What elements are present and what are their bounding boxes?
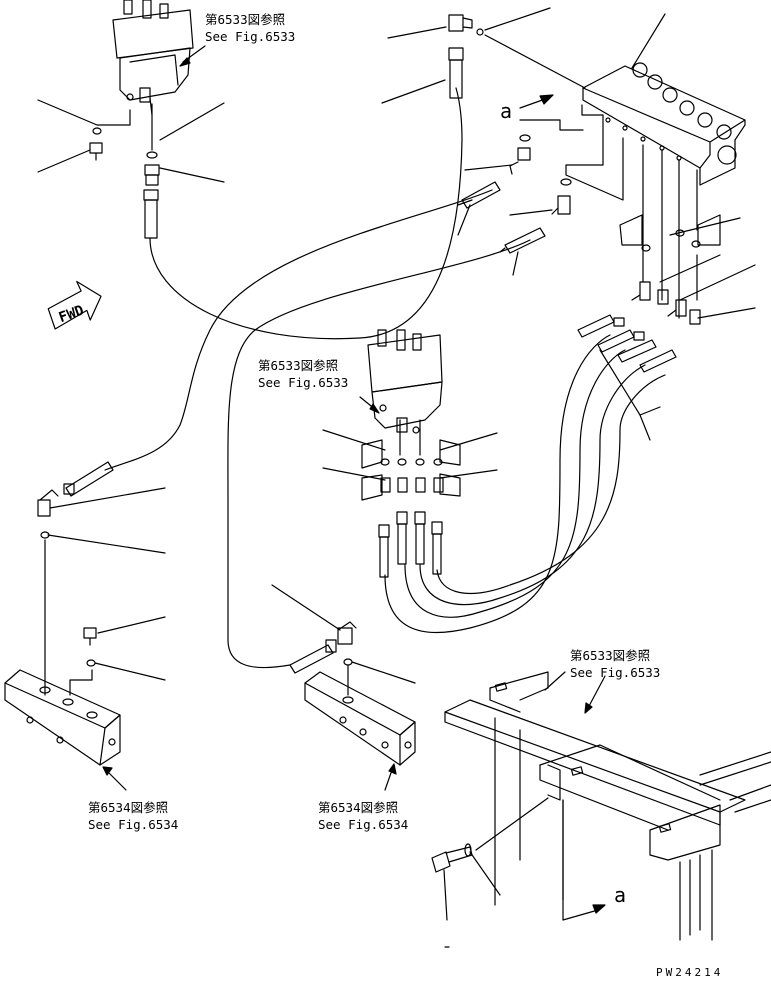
leader-line bbox=[387, 26, 447, 39]
leader-line bbox=[381, 79, 446, 104]
leader-line bbox=[107, 771, 127, 791]
center-fittings bbox=[380, 477, 444, 493]
leader-line bbox=[475, 797, 549, 851]
elbow-fitting-left bbox=[37, 489, 59, 517]
port-leaders bbox=[642, 144, 698, 319]
leader-line bbox=[469, 851, 501, 896]
leaders-top-left bbox=[37, 99, 225, 183]
detail-mark-top: a bbox=[500, 99, 512, 123]
leader-line bbox=[47, 534, 166, 554]
elbow-fitting bbox=[509, 147, 531, 175]
leader-line bbox=[457, 204, 471, 236]
ppc-valve-center bbox=[367, 329, 443, 434]
ref-en-top: See Fig.6533 bbox=[205, 29, 295, 44]
ref-jp-center: 第6533図参照 bbox=[258, 358, 338, 373]
elbow-fittings-right bbox=[631, 281, 701, 325]
ref-jp-left-block: 第6534図参照 bbox=[88, 800, 168, 815]
flag-leader bbox=[619, 214, 643, 246]
detail-a-arrow bbox=[562, 799, 599, 921]
leader-line bbox=[49, 487, 166, 509]
plug-fitting bbox=[89, 142, 103, 161]
o-ring bbox=[691, 240, 701, 248]
detail-mark-bottom: a bbox=[614, 883, 626, 907]
hose-lines bbox=[104, 87, 531, 669]
leader-line bbox=[519, 119, 584, 131]
hose-fitting bbox=[457, 181, 501, 209]
o-ring bbox=[146, 151, 158, 159]
elbow-fitting-top bbox=[448, 14, 473, 32]
leader-line bbox=[679, 264, 756, 301]
leader-line bbox=[271, 584, 341, 631]
leader-line bbox=[94, 662, 166, 681]
leader-line bbox=[512, 251, 519, 276]
center-hose-ends bbox=[378, 511, 443, 578]
leader-line bbox=[384, 769, 393, 791]
ref-en-left-block: See Fig.6534 bbox=[88, 817, 178, 832]
straight-fitting bbox=[144, 164, 160, 186]
washer bbox=[464, 843, 472, 857]
leader-line bbox=[639, 414, 651, 441]
o-ring bbox=[519, 134, 531, 142]
manifold-block-center bbox=[304, 671, 416, 766]
leaders-center bbox=[322, 419, 498, 501]
manifold-block-left bbox=[4, 669, 121, 766]
u-hoses bbox=[384, 334, 666, 634]
elbow-fitting bbox=[551, 195, 571, 215]
ref-jp-top: 第6533図参照 bbox=[205, 12, 285, 27]
leader-line bbox=[631, 13, 666, 69]
o-ring bbox=[92, 127, 102, 135]
leader-line bbox=[697, 307, 756, 319]
hose-end-fitting bbox=[143, 189, 159, 239]
leader-line bbox=[669, 217, 741, 236]
hose-end-fitting bbox=[448, 47, 464, 99]
ref-en-center-block: See Fig.6534 bbox=[318, 817, 408, 832]
straight-fitting-left bbox=[83, 627, 97, 646]
leader-line bbox=[544, 671, 566, 691]
o-ring bbox=[86, 659, 96, 667]
leader-arrow bbox=[584, 702, 593, 714]
bolt bbox=[431, 846, 473, 873]
mounting-frame bbox=[444, 671, 771, 941]
leader-line bbox=[443, 869, 448, 921]
hose-fittings-right bbox=[577, 314, 677, 373]
o-ring bbox=[641, 244, 651, 252]
leader-line bbox=[464, 164, 513, 171]
leader-line bbox=[484, 34, 586, 89]
o-ring bbox=[560, 178, 572, 186]
ppc-valve-top-left bbox=[112, 0, 194, 116]
leader-line bbox=[484, 7, 551, 31]
fwd-label: FWD bbox=[57, 302, 86, 326]
fwd-arrow-icon bbox=[47, 280, 102, 330]
control-valve bbox=[582, 62, 746, 186]
leader-line bbox=[659, 254, 721, 283]
leader-arrow bbox=[388, 763, 397, 775]
ref-jp-center-block: 第6534図参照 bbox=[318, 800, 398, 815]
leader-line bbox=[565, 104, 624, 201]
elbow-fitting-lower bbox=[337, 621, 357, 645]
flag-leader bbox=[697, 214, 721, 246]
ref-en-center: See Fig.6533 bbox=[258, 375, 348, 390]
detail-a-arrow bbox=[519, 94, 554, 109]
leader-arrow bbox=[102, 766, 113, 776]
leader-line bbox=[587, 675, 606, 709]
leader-line bbox=[69, 669, 93, 696]
o-ring bbox=[343, 658, 353, 666]
hose-fitting-left bbox=[63, 461, 114, 497]
center-o-rings bbox=[380, 458, 443, 466]
leader-arrow bbox=[179, 57, 191, 67]
leader-line bbox=[97, 616, 166, 634]
leader-line bbox=[351, 661, 416, 684]
hose-fitting bbox=[499, 227, 546, 254]
o-ring bbox=[675, 229, 685, 237]
arrow-head bbox=[592, 904, 606, 914]
drawing-number: PW24214 bbox=[656, 966, 723, 979]
ref-jp-frame: 第6533図参照 bbox=[570, 648, 650, 663]
o-ring bbox=[476, 28, 484, 36]
ref-en-frame: See Fig.6533 bbox=[570, 665, 660, 680]
leader-arrow bbox=[369, 403, 380, 414]
leader-line bbox=[509, 209, 553, 216]
hose-fitting-lower bbox=[289, 639, 337, 674]
